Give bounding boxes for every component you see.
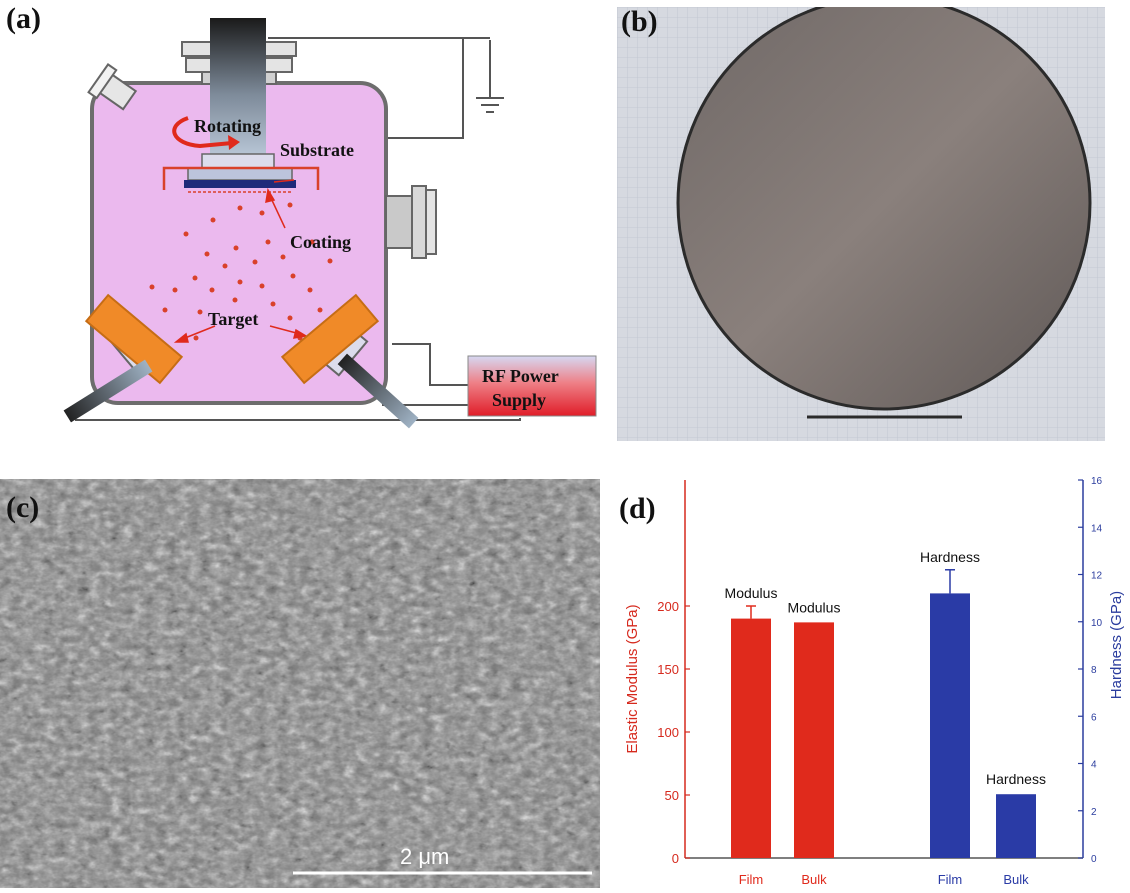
panel-c-sem-image: 2 μm (c) bbox=[0, 479, 600, 888]
modulus-hardness-chart: Elastic Modulus (GPa) Hardness (GPa) 0 50… bbox=[624, 476, 1125, 887]
viewport bbox=[87, 63, 138, 111]
right-tick-label: 8 bbox=[1091, 665, 1097, 676]
panel-c-label: (c) bbox=[6, 491, 40, 524]
category-label: Film bbox=[938, 872, 963, 887]
rotation-arrow-icon bbox=[172, 116, 233, 149]
sputtered-particles bbox=[149, 202, 333, 341]
rf-power-label-line2: Supply bbox=[492, 390, 546, 410]
bar-value-label: Hardness bbox=[920, 549, 980, 565]
panel-b-wafer-photo: (b) bbox=[617, 5, 1105, 441]
substrate-holder bbox=[162, 153, 320, 193]
category-label: Bulk bbox=[1003, 872, 1029, 887]
rf-power-supply-box bbox=[467, 355, 597, 417]
bar-value-label: Hardness bbox=[986, 771, 1046, 787]
bar-hardness-bulk bbox=[996, 794, 1036, 858]
right-axis-label: Hardness (GPa) bbox=[1108, 591, 1125, 699]
panel-b-label: (b) bbox=[621, 5, 658, 38]
right-tick-label: 2 bbox=[1091, 807, 1097, 818]
rf-power-label-line1: RF Power bbox=[482, 366, 559, 386]
target-right bbox=[280, 293, 419, 429]
right-tick-label: 0 bbox=[1091, 854, 1097, 865]
right-tick-label: 14 bbox=[1091, 523, 1103, 534]
bar-modulus-bulk bbox=[794, 622, 834, 858]
right-tick-label: 10 bbox=[1091, 618, 1103, 629]
right-tick-label: 16 bbox=[1091, 476, 1103, 487]
coating-label: Coating bbox=[290, 232, 351, 252]
left-axis-label: Elastic Modulus (GPa) bbox=[624, 604, 641, 753]
silicon-wafer bbox=[676, 7, 1092, 411]
left-tick-label: 50 bbox=[665, 788, 679, 803]
right-tick-label: 12 bbox=[1091, 571, 1103, 582]
side-port bbox=[385, 185, 437, 259]
panel-a-sputtering-schematic: Rotating Substrate Coating Target RF Pow… bbox=[0, 0, 600, 440]
target-left bbox=[63, 293, 184, 423]
scale-bar-label: 2 μm bbox=[400, 844, 449, 869]
left-tick-label: 100 bbox=[657, 725, 679, 740]
category-label: Bulk bbox=[801, 872, 827, 887]
rotating-shaft bbox=[210, 18, 266, 156]
rotating-label: Rotating bbox=[194, 116, 261, 136]
right-tick-label: 6 bbox=[1091, 712, 1097, 723]
bar-hardness-film bbox=[930, 593, 970, 858]
panel-d-mechanical-chart: Elastic Modulus (GPa) Hardness (GPa) 0 50… bbox=[605, 470, 1130, 888]
left-tick-label: 150 bbox=[657, 662, 679, 677]
category-label: Film bbox=[739, 872, 764, 887]
target-arrows bbox=[173, 179, 309, 343]
left-tick-label: 0 bbox=[672, 851, 679, 866]
panel-d-label: (d) bbox=[619, 492, 656, 525]
sem-micrograph: 2 μm bbox=[0, 479, 600, 888]
wafer-photo bbox=[617, 7, 1105, 441]
bar-modulus-film bbox=[731, 618, 771, 858]
target-label: Target bbox=[208, 309, 258, 329]
bar-value-label: Modulus bbox=[788, 599, 841, 615]
panel-a-label: (a) bbox=[6, 2, 41, 35]
bar-value-label: Modulus bbox=[725, 585, 778, 601]
right-tick-label: 4 bbox=[1091, 760, 1097, 771]
sputtering-diagram: Rotating Substrate Coating Target RF Pow… bbox=[63, 18, 597, 429]
ground-icon bbox=[476, 40, 504, 113]
left-tick-label: 200 bbox=[657, 599, 679, 614]
substrate-label: Substrate bbox=[280, 140, 354, 160]
